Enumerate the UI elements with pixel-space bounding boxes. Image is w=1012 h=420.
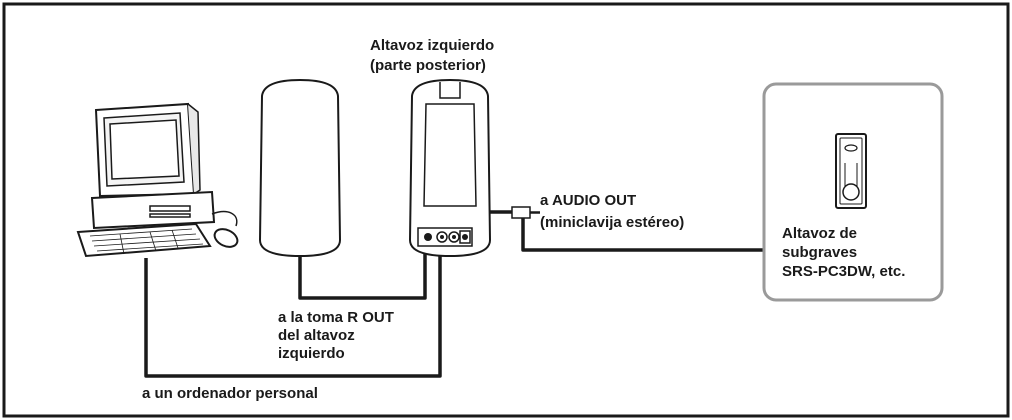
audio-out-label-2: (miniclavija estéreo): [540, 214, 684, 231]
r-out-label-2: del altavoz: [278, 327, 355, 344]
left-speaker-rear-icon: [408, 78, 492, 258]
pc-cable: [144, 250, 442, 378]
left-speaker-rear-label-2: (parte posterior): [370, 57, 486, 74]
right-speaker-icon: [258, 78, 342, 258]
r-out-label-3: izquierdo: [278, 345, 345, 362]
subwoofer-label-1: Altavoz de: [782, 225, 857, 242]
cables: [144, 210, 764, 378]
computer-icon: [76, 102, 239, 258]
pc-label: a un ordenador personal: [142, 385, 318, 402]
mini-plug-icon: [511, 206, 540, 219]
r-out-label-1: a la toma R OUT: [278, 309, 394, 326]
left-speaker-rear-label-1: Altavoz izquierdo: [370, 37, 494, 54]
audio-out-cable-b: [521, 218, 764, 252]
subwoofer-label-3: SRS-PC3DW, etc.: [782, 263, 905, 280]
audio-out-label-1: a AUDIO OUT: [540, 192, 636, 209]
subwoofer-label-2: subgraves: [782, 244, 857, 261]
subwoofer-icon: [835, 133, 867, 209]
r-out-cable: [298, 244, 427, 300]
